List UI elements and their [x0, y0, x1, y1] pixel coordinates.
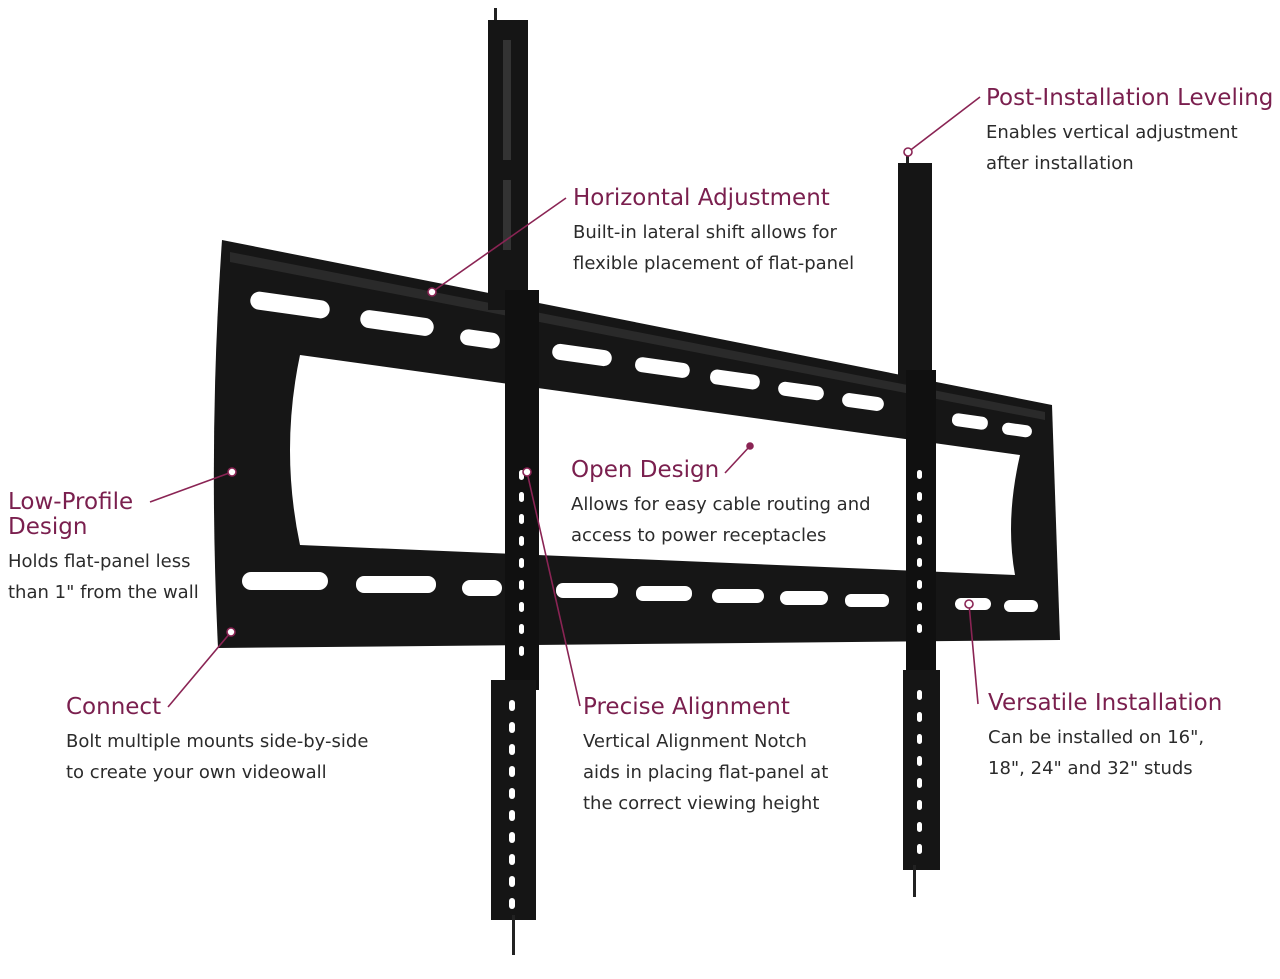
arm-hole — [917, 822, 922, 832]
callout-description: Vertical Alignment Notch aids in placing… — [583, 731, 829, 814]
left-arm-holes — [509, 470, 524, 909]
leader-connect — [167, 631, 232, 708]
arm-hole — [917, 778, 922, 788]
dot-horizontal-adjustment — [427, 287, 437, 297]
lower-slots — [242, 572, 1038, 612]
arm-hole — [917, 844, 922, 854]
callout-title: Open Design — [571, 457, 720, 483]
callout-title: Precise Alignment — [583, 694, 790, 720]
callout-description: Holds flat-panel less than 1" from the w… — [8, 551, 199, 603]
arm-hole — [917, 558, 922, 567]
callout-horizontal-adjustment: Horizontal Adjustment Built-in lateral s… — [573, 186, 854, 279]
callout-title: Connect — [66, 694, 162, 720]
arm-hole — [917, 624, 922, 633]
callout-precise-alignment: Precise Alignment Vertical Alignment Not… — [583, 695, 828, 819]
arm-hole — [509, 810, 515, 821]
arm-hole — [519, 646, 524, 656]
arm-hole — [509, 700, 515, 711]
arm-hole — [509, 876, 515, 887]
arm-hole — [917, 514, 922, 523]
arm-hole — [519, 558, 524, 568]
dot-connect — [226, 627, 236, 637]
dot-open-design — [746, 442, 754, 450]
arm-hole — [509, 898, 515, 909]
arm-hole — [509, 854, 515, 865]
arm-hole — [519, 492, 524, 502]
arm-hole — [519, 624, 524, 634]
callout-description: Can be installed on 16", 18", 24" and 32… — [988, 727, 1205, 779]
arm-hole — [509, 744, 515, 755]
arm-hole — [917, 712, 922, 722]
callout-open-design: Open Design Allows for easy cable routin… — [571, 458, 871, 551]
arm-hole — [917, 580, 922, 589]
callout-description: Built-in lateral shift allows for flexib… — [573, 222, 855, 274]
leader-versatile-installation — [968, 603, 979, 705]
arm-hole — [917, 492, 922, 501]
leader-horizontal-adjustment — [431, 197, 567, 293]
callout-description: Bolt multiple mounts side-by-side to cre… — [66, 731, 369, 783]
arm-hole — [519, 580, 524, 590]
arm-hole — [917, 756, 922, 766]
dot-low-profile-design — [227, 467, 237, 477]
arm-hole — [917, 690, 922, 700]
dot-precise-alignment — [522, 467, 532, 477]
right-vertical-arm — [898, 150, 940, 897]
left-vertical-arm — [488, 8, 539, 955]
arm-hole — [509, 832, 515, 843]
callout-post-installation-leveling: Post-Installation Leveling Enables verti… — [986, 86, 1273, 179]
dot-versatile-installation — [964, 599, 974, 609]
callout-description: Allows for easy cable routing and access… — [571, 494, 871, 546]
right-arm-holes — [917, 470, 922, 854]
arm-hole — [509, 788, 515, 799]
leader-dots — [226, 147, 974, 637]
arm-hole — [509, 766, 515, 777]
leader-precise-alignment — [526, 471, 581, 707]
leader-open-design — [724, 445, 751, 474]
upper-slots — [250, 291, 1032, 438]
arm-hole — [917, 602, 922, 611]
arm-hole — [917, 800, 922, 810]
callout-title: Versatile Installation — [988, 690, 1223, 716]
callout-title: Post-Installation Leveling — [986, 85, 1274, 111]
arm-hole — [917, 536, 922, 545]
arm-hole — [519, 602, 524, 612]
callout-connect: Connect Bolt multiple mounts side-by-sid… — [66, 695, 368, 788]
leader-low-profile-design — [149, 471, 233, 503]
dot-post-installation-leveling — [903, 147, 913, 157]
callout-title: Horizontal Adjustment — [573, 185, 830, 211]
leader-post-installation-leveling — [907, 96, 981, 153]
leader-lines — [149, 96, 981, 708]
callout-title: Low-Profile Design — [8, 489, 134, 540]
arm-hole — [519, 514, 524, 524]
arm-hole — [917, 734, 922, 744]
callout-versatile-installation: Versatile Installation Can be installed … — [988, 691, 1222, 784]
callout-low-profile-design: Low-Profile Design Holds flat-panel less… — [8, 490, 199, 608]
arm-hole — [917, 470, 922, 479]
callout-description: Enables vertical adjustment after instal… — [986, 122, 1238, 174]
arm-hole — [519, 536, 524, 546]
arm-hole — [509, 722, 515, 733]
